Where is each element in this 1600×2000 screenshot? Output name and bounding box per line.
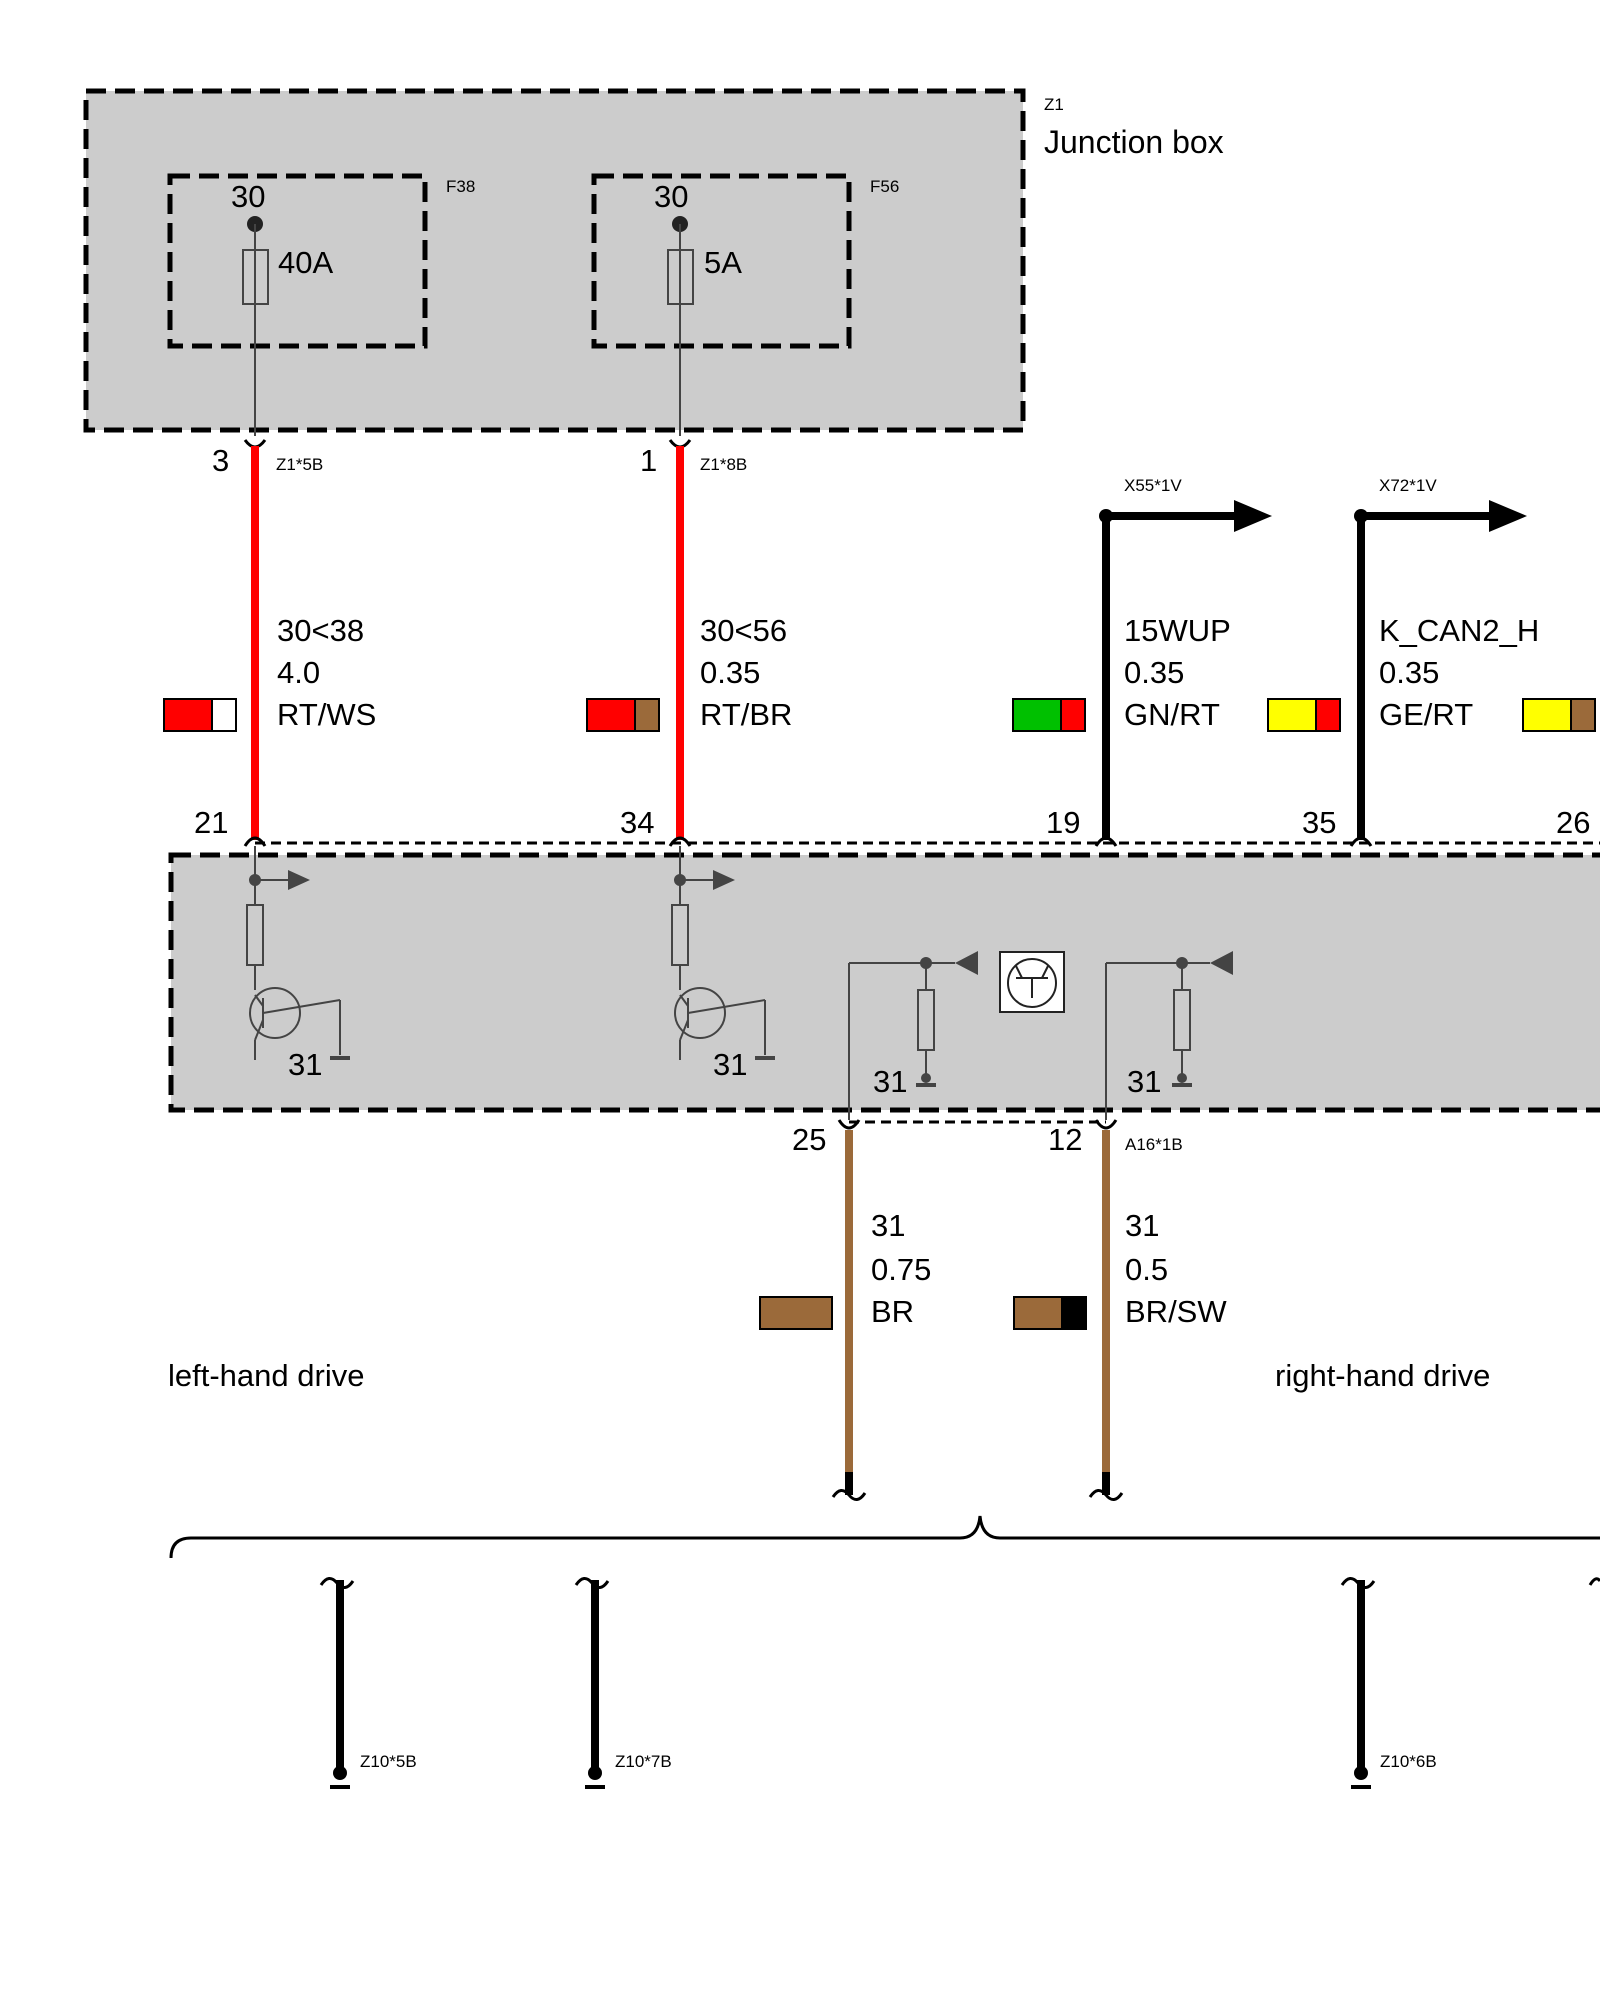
fuse-f56-id: F56: [870, 177, 899, 196]
wire-label-31-br-sw: 31 0.5 BR/SW: [1013, 1208, 1227, 1330]
wire-signal: 30<38: [277, 613, 364, 648]
arrow-connector-x55: X55*1V: [1099, 476, 1272, 532]
wire-color-swatch: [759, 1296, 833, 1330]
module-pin-12: 12: [1048, 1122, 1082, 1157]
ground-point-label: Z10*6B: [1380, 1752, 1437, 1771]
wire-label-31-br: 31 0.75 BR: [759, 1208, 931, 1330]
pin-3-label: 3: [212, 443, 229, 478]
module-pin-19: 19: [1046, 805, 1080, 840]
output-stage-2: [671, 846, 775, 1060]
wire-label-k-can2-h: K_CAN2_H 0.35 GE/RT: [1267, 613, 1539, 732]
fuse-f38-outline: [167, 173, 428, 349]
wire-color-code: RT/BR: [700, 697, 792, 732]
connector-a16-1b-label: A16*1B: [1125, 1135, 1183, 1154]
fuse-f38-terminal: 30: [231, 179, 265, 214]
wire-size: 4.0: [277, 655, 320, 690]
fuse-f56-terminal: 30: [654, 179, 688, 214]
connector-z1-5b-label: Z1*5B: [276, 455, 323, 474]
ground-label-2: 31: [713, 1047, 747, 1082]
variant-left-label: left-hand drive: [168, 1358, 364, 1393]
wire-signal: 30<56: [700, 613, 787, 648]
arrow-connector-x72: X72*1V: [1354, 476, 1527, 532]
ground-point-z10-6b: Z10*6B: [1340, 1577, 1437, 1789]
wire-color-swatch: [586, 698, 636, 732]
junction-box: Z1 Junction box F38 30 40A F56 30 5A: [83, 88, 1224, 436]
module-pin-34: 34: [620, 805, 654, 840]
input-stage-b: [1105, 951, 1233, 1120]
fuse-f56-outline: [591, 173, 852, 349]
ground-label-1: 31: [288, 1047, 322, 1082]
module-pin-35: 35: [1302, 805, 1336, 840]
ground-label-3: 31: [873, 1064, 907, 1099]
wire-color-code: BR/SW: [1125, 1294, 1227, 1329]
wire-label-15wup: 15WUP 0.35 GN/RT: [1012, 613, 1231, 732]
wire-color-swatch: [1013, 1296, 1063, 1330]
variant-right-label: right-hand drive: [1275, 1358, 1490, 1393]
transistor-symbol-icon: [999, 951, 1065, 1013]
wire-break-icon: [1088, 1489, 1124, 1501]
wire-color-swatch: [1061, 1296, 1087, 1330]
fuse-f38-id: F38: [446, 177, 475, 196]
variant-brace: [169, 1515, 1600, 1559]
junction-box-title: Junction box: [1044, 124, 1224, 160]
module-pin-26: 26: [1556, 805, 1590, 840]
junction-box-outline: [83, 88, 1026, 433]
wire-color-swatch: [1315, 698, 1341, 732]
wire-signal: K_CAN2_H: [1379, 613, 1539, 648]
fuse-f38-rating: 40A: [278, 245, 333, 280]
ground-point-z10-7b: Z10*7B: [574, 1577, 672, 1789]
wire-color-swatch: [163, 698, 213, 732]
pin-cup-z1-8b: [668, 439, 692, 449]
wire-color-code: GN/RT: [1124, 697, 1220, 732]
ground-label-4: 31: [1127, 1064, 1161, 1099]
ground-point-partial: [1588, 1577, 1600, 1586]
fuse-f56-rating: 5A: [704, 245, 742, 280]
wire-label-partial: [1522, 698, 1596, 732]
arrow-connector-x55-label: X55*1V: [1124, 476, 1182, 495]
fuse-f56: F56 30 5A: [591, 173, 899, 436]
wire-label-30-56: 30<56 0.35 RT/BR: [586, 613, 792, 732]
wire-signal: 31: [1125, 1208, 1159, 1243]
module-pin-21: 21: [194, 805, 228, 840]
ground-point-label: Z10*5B: [360, 1752, 417, 1771]
junction-box-id: Z1: [1044, 95, 1064, 114]
wire-signal: 15WUP: [1124, 613, 1231, 648]
wire-signal: 31: [871, 1208, 905, 1243]
wire-size: 0.35: [1379, 655, 1439, 690]
ground-point-z10-5b: Z10*5B: [319, 1577, 417, 1789]
wire-color-code: GE/RT: [1379, 697, 1473, 732]
wire-size: 0.75: [871, 1252, 931, 1287]
control-module-outline: [168, 852, 1600, 1113]
wire-size: 0.35: [700, 655, 760, 690]
wire-color-code: BR: [871, 1294, 914, 1329]
wire-color-swatch: [1522, 698, 1572, 732]
wire-break-icon: [831, 1489, 867, 1501]
wire-size: 0.35: [1124, 655, 1184, 690]
input-stage-a: [848, 951, 978, 1120]
wire-label-30-38: 30<38 4.0 RT/WS: [163, 613, 376, 732]
wire-color-swatch: [1570, 698, 1596, 732]
wire-color-swatch: [1012, 698, 1062, 732]
output-stage-1: [246, 846, 350, 1060]
pin-1-label: 1: [640, 443, 657, 478]
control-module: 21 34 19 35 26 31: [168, 805, 1600, 1157]
pin-cup-z1-5b: [243, 439, 267, 449]
wire-color-swatch: [1060, 698, 1086, 732]
wire-color-swatch: [1267, 698, 1317, 732]
wire-color-swatch: [211, 698, 237, 732]
module-pin-25: 25: [792, 1122, 826, 1157]
wire-color-swatch: [634, 698, 660, 732]
wire-size: 0.5: [1125, 1252, 1168, 1287]
ground-point-label: Z10*7B: [615, 1752, 672, 1771]
wire-color-code: RT/WS: [277, 697, 376, 732]
fuse-f38: F38 30 40A: [167, 173, 475, 436]
connector-z1-8b-label: Z1*8B: [700, 455, 747, 474]
arrow-connector-x72-label: X72*1V: [1379, 476, 1437, 495]
